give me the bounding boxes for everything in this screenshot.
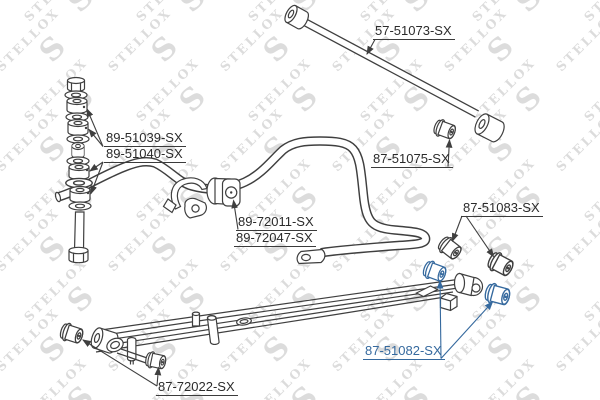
label-spring-bushing-rear-highlighted: 87-51082-SX (363, 343, 445, 360)
track-rod-bushing (431, 117, 458, 142)
spring-front-bushing-b (143, 350, 168, 372)
leaf-spring (90, 272, 484, 365)
spring-upper-bushing-a (435, 233, 465, 263)
link-bolt (73, 211, 85, 252)
stabilizer-bar (54, 136, 431, 265)
label-spring-bushing-upper: 87-51083-SX (461, 200, 543, 217)
label-track-rod-bushing: 87-51075-SX (371, 151, 453, 168)
shackle-ring (106, 337, 124, 353)
label-track-rod: 57-51073-SX (373, 23, 455, 40)
leader-lines (82, 39, 495, 387)
spring-front-bushing-a (57, 320, 86, 347)
track-rod-eye (474, 113, 505, 143)
stabilizer-bracket (162, 177, 208, 219)
spring-rear-bushing-b (482, 281, 513, 308)
spring-upper-bushing-b (484, 249, 517, 280)
label-spring-bushing-front: 87-72022-SX (156, 379, 238, 396)
spring-center-block (439, 292, 458, 312)
stabilizer-bushing (206, 177, 241, 207)
spring-rear-bushing-a (420, 258, 449, 285)
label-link-washer-kit: 89-51039-SX (104, 130, 186, 147)
label-link-bushing-kit: 89-51040-SX (104, 146, 186, 163)
track-rod (284, 4, 505, 143)
spring-seat-tab (415, 285, 439, 298)
spring-clamp-front (126, 336, 137, 362)
label-stabilizer-bracket: 89-72047-SX (234, 230, 316, 247)
label-stabilizer-bushing: 89-72011-SX (236, 214, 317, 231)
stabilizer-link (64, 76, 93, 264)
